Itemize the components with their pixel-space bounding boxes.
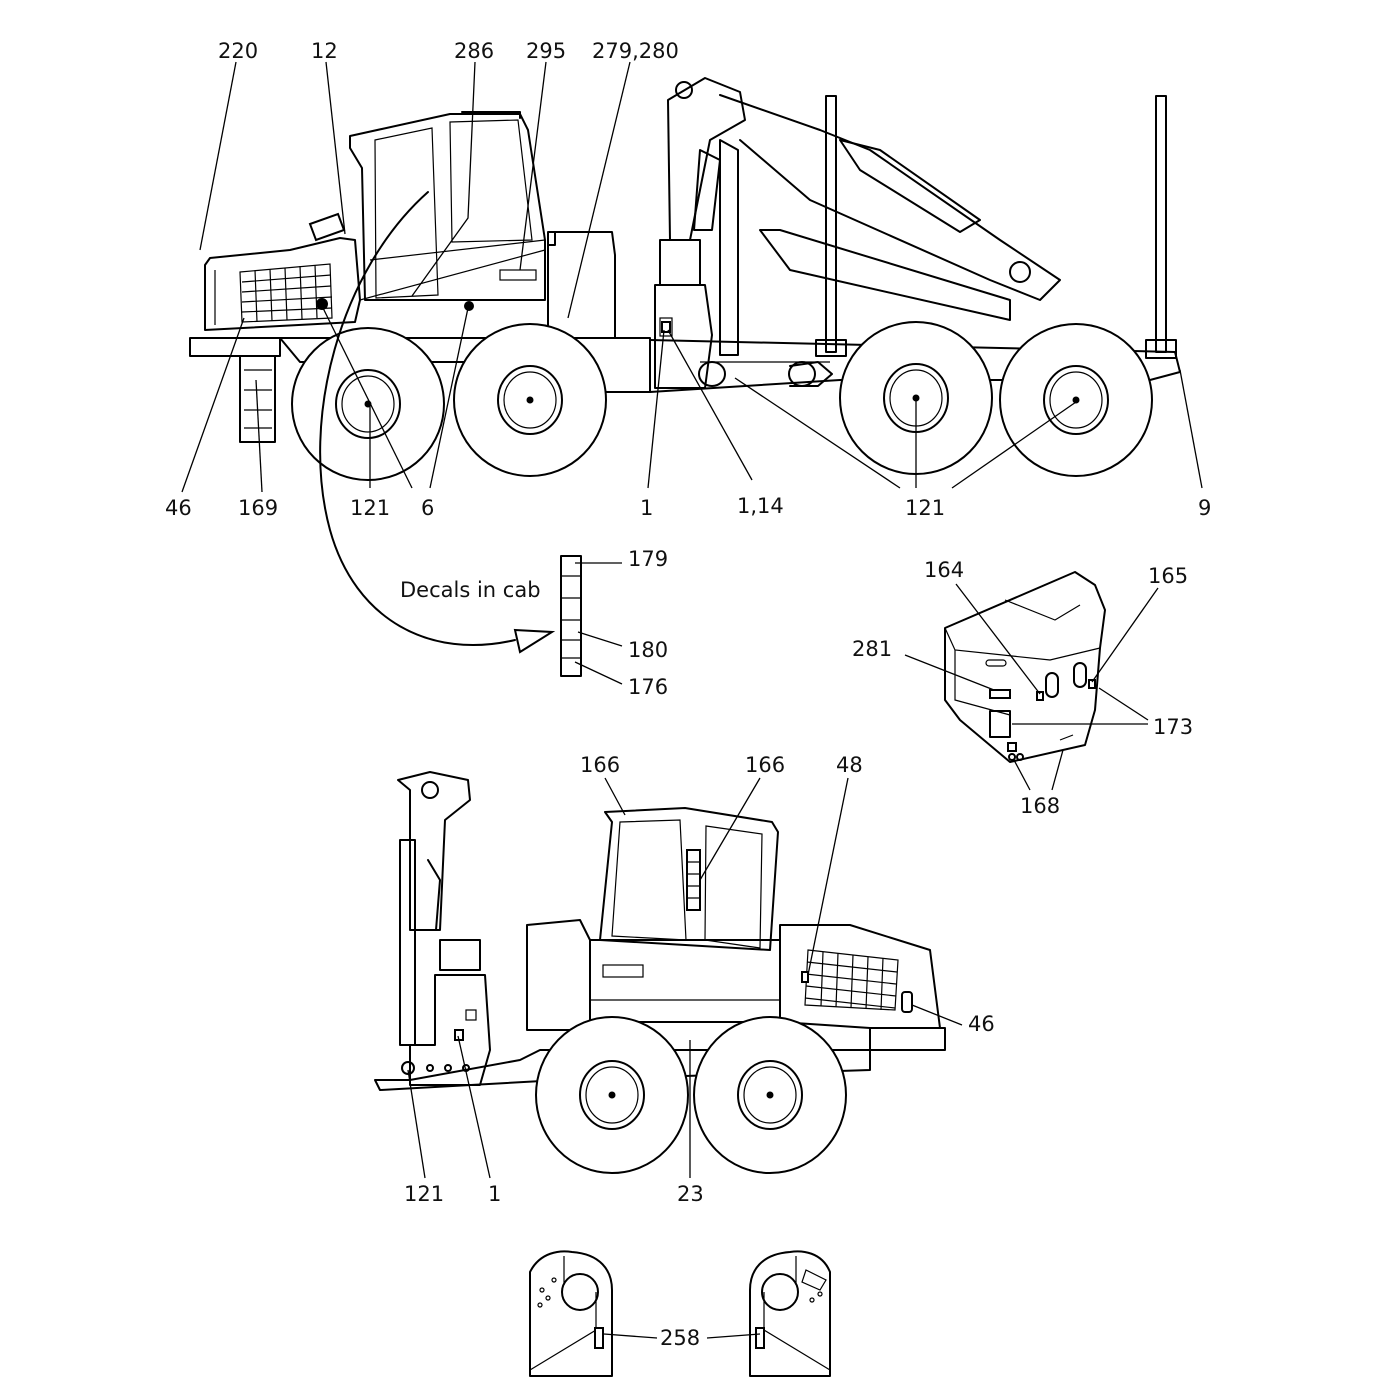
label-46-bottom: 46	[968, 1012, 995, 1036]
wheel-bottom-front	[535, 1016, 689, 1174]
label-173: 173	[1153, 715, 1193, 739]
cab-caption: Decals in cab	[400, 578, 541, 602]
label-180: 180	[628, 638, 668, 662]
label-295: 295	[526, 39, 566, 63]
hood-grille-bottom	[804, 949, 899, 1011]
label-258: 258	[660, 1326, 700, 1350]
bracket-right	[749, 1250, 831, 1377]
label-165: 165	[1148, 564, 1188, 588]
label-121-bottom: 121	[404, 1182, 444, 1206]
label-1-14: 1,14	[737, 494, 784, 518]
crane-base-brackets: 258	[529, 1250, 831, 1377]
label-166-left: 166	[580, 753, 620, 777]
label-176: 176	[628, 675, 668, 699]
machine-side-view-top: 220 12 286 295 279,280 46 169 121 6 1 1,…	[165, 39, 1211, 654]
label-164: 164	[924, 558, 964, 582]
leader-lines-bottom	[407, 777, 963, 1179]
label-46: 46	[165, 496, 192, 520]
hood-grille-top	[239, 263, 333, 323]
label-168: 168	[1020, 794, 1060, 818]
label-121-rear: 121	[905, 496, 945, 520]
label-1: 1	[640, 496, 653, 520]
wheel-bottom-rear	[693, 1016, 847, 1174]
label-23: 23	[677, 1182, 704, 1206]
label-121-front: 121	[350, 496, 390, 520]
label-220: 220	[218, 39, 258, 63]
leader-lines-top	[181, 61, 1203, 493]
wheel-rear-right	[999, 323, 1153, 477]
label-166-right: 166	[745, 753, 785, 777]
label-179: 179	[628, 547, 668, 571]
label-279-280: 279,280	[592, 39, 679, 63]
label-48: 48	[836, 753, 863, 777]
label-9: 9	[1198, 496, 1211, 520]
label-169: 169	[238, 496, 278, 520]
label-281: 281	[852, 637, 892, 661]
label-1-bottom: 1	[488, 1182, 501, 1206]
label-12: 12	[311, 39, 338, 63]
engine-hood-detail: 164 165 281 173 168	[852, 558, 1193, 818]
label-286: 286	[454, 39, 494, 63]
bracket-left	[529, 1250, 613, 1377]
wheel-front-right	[453, 323, 607, 477]
wheel-front-left	[291, 327, 445, 481]
label-6: 6	[421, 496, 434, 520]
cab-decal-strip: Decals in cab 179 180 176	[400, 547, 668, 699]
machine-side-view-bottom: 166 166 48 46 121 1 23	[374, 753, 995, 1206]
